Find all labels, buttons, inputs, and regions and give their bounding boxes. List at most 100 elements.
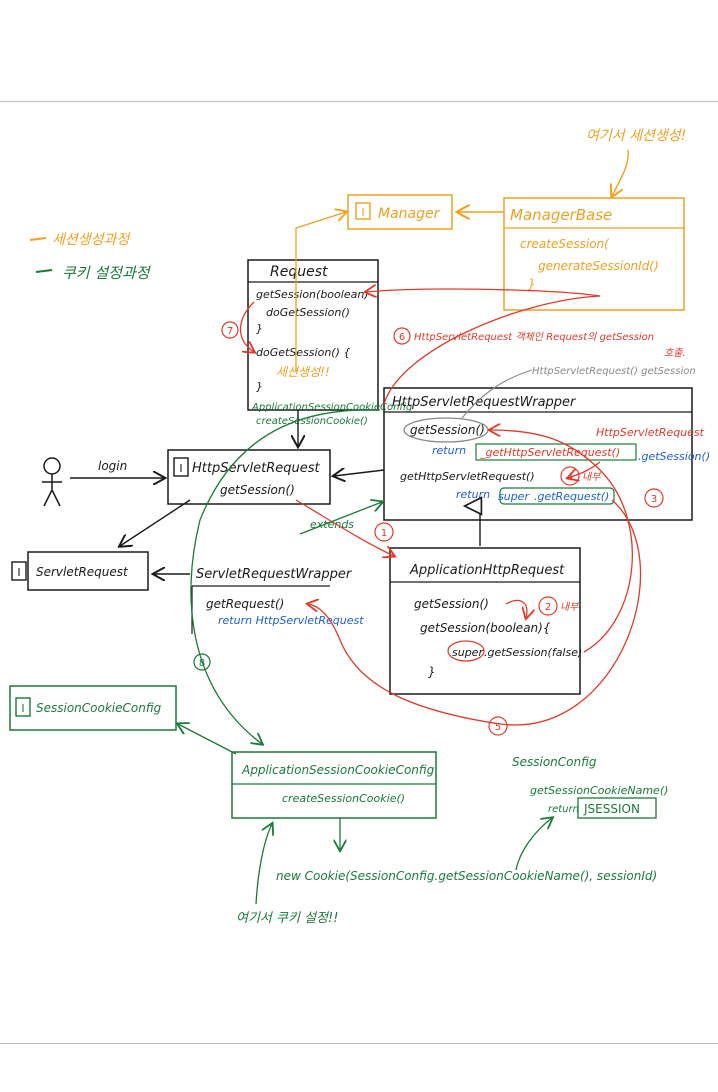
request-to-manager-orange-arrow <box>295 212 346 372</box>
green-flow-request-to-ascc <box>190 409 381 744</box>
legend-cookie-process: 쿠키 설정과정 <box>62 264 152 282</box>
manager-label: Manager <box>378 206 441 222</box>
request-title: Request <box>270 264 328 280</box>
managerbase-title: ManagerBase <box>510 206 612 224</box>
ahr-super: super <box>452 646 484 659</box>
request-do-get-session-call: doGetSession() <box>266 306 350 319</box>
bottom-note-arrow <box>255 824 272 905</box>
scc-title: SessionCookieConfig <box>36 701 162 715</box>
red-step-3-arrow <box>490 430 633 653</box>
wrapper-to-hsr-arrow <box>334 470 385 476</box>
top-divider <box>0 101 718 102</box>
manager-interface: I Manager <box>347 194 453 230</box>
gray-note: HttpServletRequest() getSession <box>532 366 696 377</box>
red-step-6-arrow <box>366 289 601 405</box>
servlet-request-interface: I ServletRequest <box>11 551 149 591</box>
servlet-request-title: ServletRequest <box>36 565 129 579</box>
bottom-divider <box>0 1043 718 1044</box>
session-config-return: return <box>548 804 579 815</box>
legend-session-process: 세션생성과정 <box>52 232 131 248</box>
ascc-method: createSessionCookie() <box>282 792 405 805</box>
application-http-request-class: ApplicationHttpRequest getSession() getS… <box>389 547 582 695</box>
managerbase-method-create: createSession( <box>520 237 610 251</box>
step-6-label: 6 <box>399 332 405 343</box>
step-6-text: HttpServletRequest 객체인 Request의 getSessi… <box>414 331 654 343</box>
http-servlet-request-title: HttpServletRequest <box>192 461 321 476</box>
app-session-cookie-config-class: ApplicationSessionCookieConfig createSes… <box>231 751 437 819</box>
wrapper-get-http-servlet-request-call: _getHttpServletRequest() <box>479 446 620 459</box>
request-green-config: ApplicationSessionCookieConfig <box>251 402 412 413</box>
wrapper-return-1: return <box>432 444 466 457</box>
ahr-get-session: getSession() <box>414 597 489 611</box>
request-brace-1: } <box>256 322 263 335</box>
http-servlet-request-interface: I HttpServletRequest getSession() <box>167 449 331 505</box>
ahr-super-get-session: .getSession(false) <box>484 646 582 659</box>
servlet-request-wrapper-class: ServletRequestWrapper getRequest() retur… <box>191 567 364 634</box>
step-4-label: 4 <box>567 472 573 483</box>
top-note: 여기서 세션생성! <box>586 128 686 144</box>
step-2-label: 2 <box>545 602 551 613</box>
wrapper-title: HttpServletRequestWrapper <box>392 395 577 410</box>
step-4-text: 내부 <box>582 471 601 483</box>
step-5-label: 5 <box>495 722 501 733</box>
step-2-text: 내부 <box>560 601 579 613</box>
step-3-label: 3 <box>651 494 657 505</box>
scc-badge: I <box>21 702 24 715</box>
user-actor-icon <box>42 457 62 507</box>
ahr-title: ApplicationHttpRequest <box>409 563 565 578</box>
request-class: Request getSession(boolean) doGetSession… <box>247 259 412 427</box>
extends-arrow <box>299 502 382 535</box>
request-green-create-cookie: createSessionCookie() <box>256 416 368 427</box>
session-config-method: getSessionCookieName() <box>530 784 668 797</box>
srw-get-request: getRequest() <box>206 597 284 611</box>
session-config-note: SessionConfig getSessionCookieName() ret… <box>512 755 668 819</box>
request-do-get-session-def: doGetSession() { <box>256 346 350 359</box>
step-7-label: 7 <box>227 326 233 337</box>
ahr-get-session-boolean: getSession(boolean){ <box>420 621 551 635</box>
request-get-session: getSession(boolean) <box>256 288 369 301</box>
http-servlet-request-wrapper-class: HttpServletRequestWrapper getSession() r… <box>383 387 710 521</box>
red-step-2-arrow <box>505 599 527 618</box>
manager-badge: I <box>361 206 364 219</box>
step-6-text-2: 호출. <box>664 347 686 359</box>
srw-title: ServletRequestWrapper <box>196 567 353 582</box>
bottom-note: 여기서 쿠키 설정!! <box>236 911 338 926</box>
srw-return: return HttpServletRequest <box>218 614 364 627</box>
wrapper-super: super <box>498 490 530 503</box>
red-step-4-arrow <box>568 461 601 478</box>
gray-note-arrow <box>461 369 533 419</box>
red-step-1-arrow <box>295 499 394 556</box>
step-1-label: 1 <box>381 528 387 539</box>
red-step-7-arrow <box>240 301 255 352</box>
request-session-created: 세션생성!! <box>276 365 330 379</box>
legend-orange-dash <box>29 237 47 241</box>
managerbase-class: ManagerBase createSession( generateSessi… <box>503 197 685 311</box>
red-step-5-arrow <box>308 499 642 726</box>
wrapper-get-session: getSession() <box>410 423 485 437</box>
login-label: login <box>98 459 127 473</box>
step-8-label: 8 <box>199 658 205 669</box>
wrapper-get-session-chain: .getSession() <box>638 450 710 463</box>
wrapper-return-2: return <box>456 488 490 501</box>
legend-green-dash <box>35 269 53 273</box>
request-brace-2: } <box>256 380 263 393</box>
http-servlet-request-badge: I <box>179 462 182 475</box>
wrapper-red-tag: HttpServletRequest <box>596 426 705 439</box>
wrapper-get-request-call: .getRequest() <box>534 490 609 503</box>
managerbase-brace: } <box>528 277 536 291</box>
session-cookie-config-interface: I SessionCookieConfig <box>9 685 177 731</box>
session-config-value: JSESSION <box>583 802 640 816</box>
session-config-title: SessionConfig <box>512 755 597 769</box>
ahr-brace: } <box>428 665 436 679</box>
new-cookie-to-session-config-arrow <box>515 818 552 871</box>
servlet-request-badge: I <box>17 566 20 579</box>
ascc-title: ApplicationSessionCookieConfig <box>241 763 435 777</box>
hsr-to-servlet-request-arrow <box>120 499 191 546</box>
http-servlet-request-method: getSession() <box>220 483 295 497</box>
extends-label: extends <box>310 518 354 531</box>
managerbase-method-generate: generateSessionId() <box>538 259 659 273</box>
ascc-to-scc-arrow <box>178 724 237 755</box>
top-note-arrow <box>612 149 629 196</box>
new-cookie-text: new Cookie(SessionConfig.getSessionCooki… <box>276 869 657 883</box>
